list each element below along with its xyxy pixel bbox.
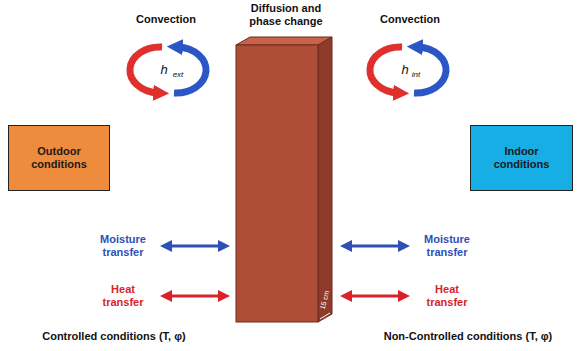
wall-top-face (236, 37, 332, 45)
wall-heading: Diffusion and phase change (240, 2, 332, 27)
convection-label: Convection (136, 13, 196, 26)
box-label: Outdoor conditions (15, 145, 103, 171)
moisture-label: Moisture transfer (416, 233, 478, 258)
wall-front-face (236, 45, 318, 322)
condition-note: Non-Controlled conditions (T, φ) (384, 330, 553, 343)
moisture-arrow (346, 245, 404, 248)
convection-label: Convection (380, 13, 440, 26)
convection-loop-warm (370, 47, 402, 93)
coefficient-subscript: int (412, 70, 420, 79)
heat-arrow (166, 295, 224, 298)
wall-element: Diffusion and phase change (228, 2, 344, 328)
box-label: Indoor conditions (477, 145, 566, 171)
convection-loop-warm (130, 47, 162, 93)
coefficient-subscript: ext (173, 70, 184, 79)
coefficient-symbol: h (160, 63, 167, 78)
wall-side-face (318, 37, 332, 322)
convection-loop-cool (174, 47, 206, 93)
convection-loop-cool (414, 47, 446, 93)
condition-note: Controlled conditions (T, φ) (42, 330, 186, 343)
heat-label: Heat transfer (416, 283, 478, 308)
heat-label: Heat transfer (92, 283, 154, 308)
heat-arrow (346, 295, 404, 298)
outdoor-box: Outdoor conditions (8, 125, 110, 191)
wall-shape (228, 2, 344, 328)
moisture-label: Moisture transfer (92, 233, 154, 258)
indoor-box: Indoor conditions (470, 125, 573, 191)
moisture-arrow (166, 245, 224, 248)
coefficient-symbol: h (401, 63, 408, 78)
thickness-mark (320, 313, 330, 319)
